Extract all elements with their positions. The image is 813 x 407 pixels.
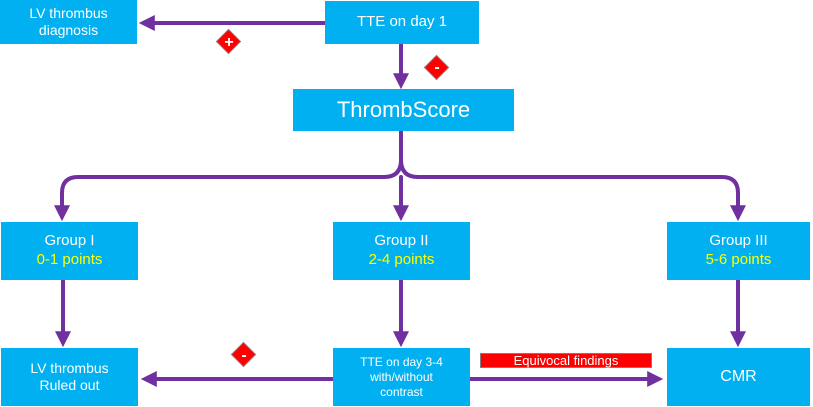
node-tte34-line3: contrast [380, 384, 423, 399]
connector-thrombscore-left-joint [399, 158, 420, 179]
connector-thrombscore-branch [54, 129, 403, 222]
node-group1-points: 0-1 points [36, 251, 103, 268]
node-ruled-out-line2: Ruled out [39, 377, 100, 393]
node-lv-thrombus-diagnosis: LV thrombus diagnosis [0, 0, 137, 44]
node-group2-points: 2-4 points [368, 251, 435, 268]
node-group3: Group III 5-6 points [667, 222, 810, 280]
edge-label-equivocal-text: Equivocal findings [513, 353, 619, 368]
edge-label-negative-top: - [423, 54, 450, 81]
node-cmr-label: CMR [720, 368, 757, 385]
node-cmr: CMR [667, 348, 810, 406]
node-thrombscore-label: ThrombScore [336, 97, 471, 123]
node-group2: Group II 2-4 points [333, 222, 470, 280]
svg-text:-: - [241, 347, 246, 364]
node-tte34-line2: with/without [370, 369, 433, 384]
node-group3-points: 5-6 points [705, 251, 772, 268]
svg-text:-: - [434, 59, 439, 76]
svg-text:+: + [224, 34, 233, 51]
node-thrombscore: ThrombScore [293, 89, 514, 131]
node-group1: Group I 0-1 points [1, 222, 138, 280]
node-lv-thrombus-diagnosis-line2: diagnosis [38, 22, 99, 38]
node-ruled-out-line1: LV thrombus [30, 359, 109, 376]
edge-label-negative-bottom: - [230, 341, 257, 368]
node-group3-label: Group III [709, 232, 768, 250]
node-lv-thrombus-diagnosis-line1: LV thrombus [29, 4, 108, 21]
edge-label-equivocal-findings: Equivocal findings [480, 353, 652, 368]
node-tte-day1: TTE on day 1 [325, 1, 479, 44]
node-group2-label: Group II [374, 232, 429, 250]
node-tte-day3-4: TTE on day 3-4 with/without contrast [333, 348, 470, 406]
node-lv-thrombus-ruled-out: LV thrombus Ruled out [1, 348, 138, 406]
connector-thrombscore-right [416, 175, 746, 222]
edge-label-positive: + [215, 28, 242, 55]
node-tte-day1-label: TTE on day 1 [356, 13, 448, 31]
node-group1-label: Group I [44, 232, 95, 250]
node-tte34-line1: TTE on day 3-4 [360, 354, 443, 369]
